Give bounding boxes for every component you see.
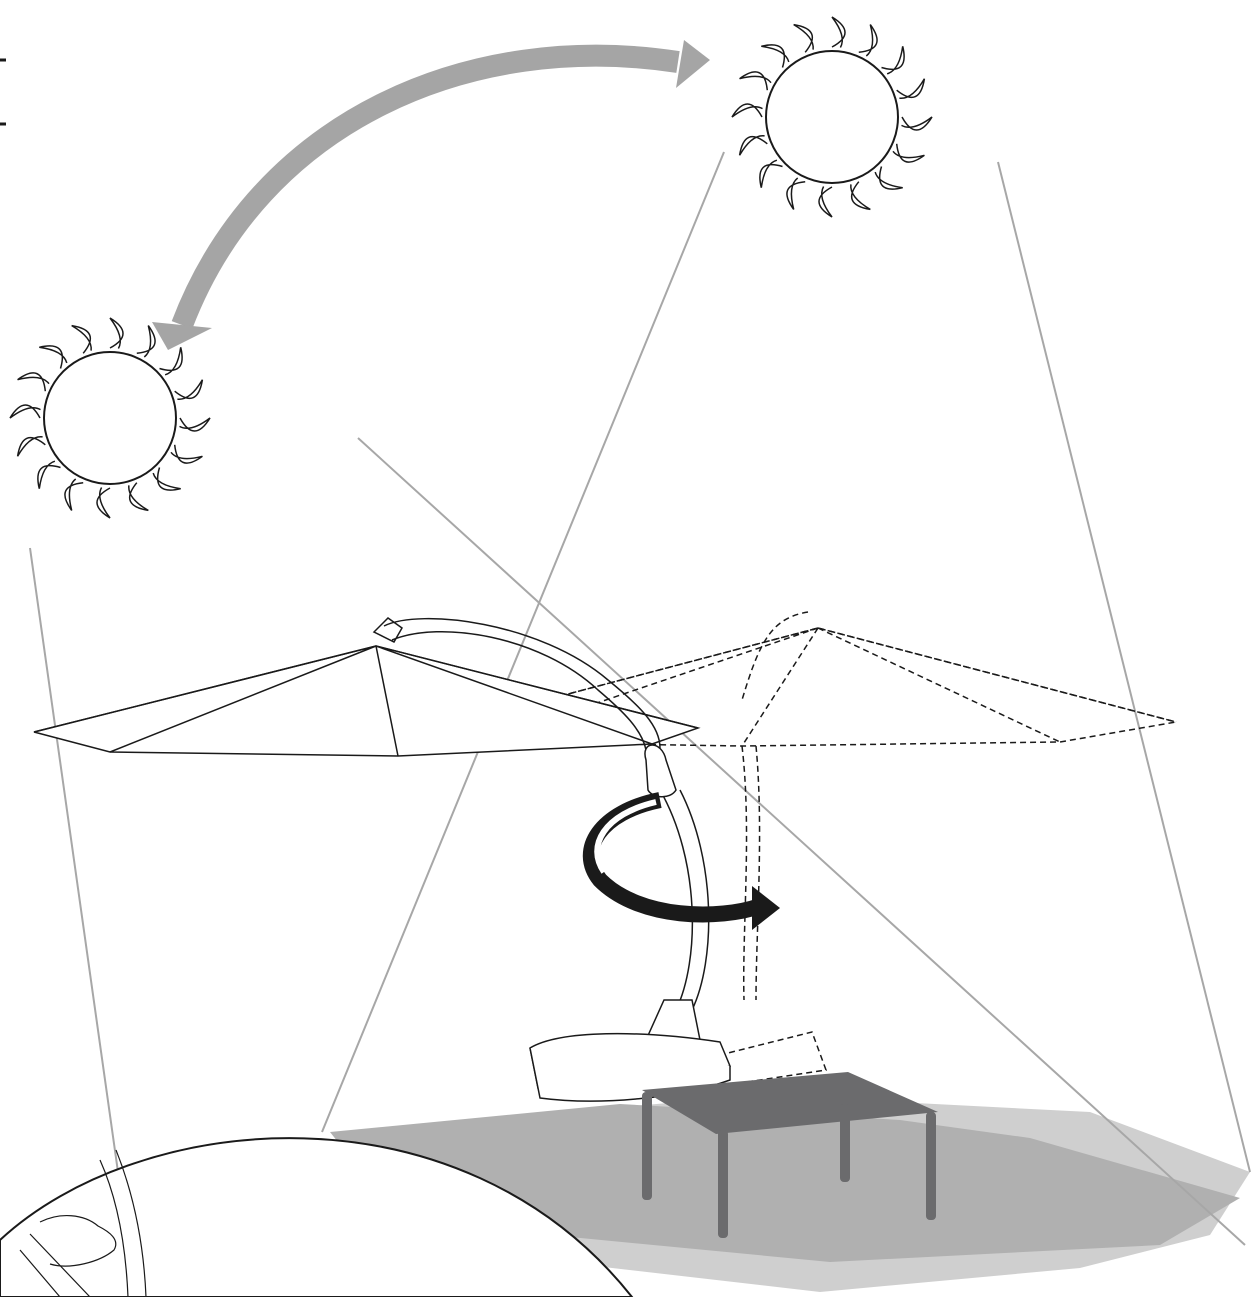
table-top — [642, 1072, 938, 1134]
arc-arrow-head-left — [152, 322, 212, 350]
sun-ray — [896, 78, 926, 99]
arm-outer — [383, 617, 661, 749]
dashed-arm — [741, 611, 809, 701]
pole-front — [659, 789, 694, 1011]
sun-ray — [831, 16, 846, 48]
sun-ray — [881, 46, 905, 75]
sun-ray — [858, 24, 878, 57]
table-leg — [718, 1130, 728, 1238]
sun-ray — [874, 166, 903, 190]
arm-joint — [372, 617, 403, 643]
sun-disc — [765, 50, 899, 184]
sun-ray — [174, 379, 204, 400]
sun-ray — [892, 143, 925, 163]
detail-pole — [99, 1159, 129, 1297]
ray-line — [357, 437, 1246, 1246]
sun-icon — [731, 16, 933, 218]
sun-ray — [152, 467, 181, 491]
sun-ray — [179, 417, 211, 432]
sun-ray — [793, 23, 814, 53]
table-icon — [642, 1072, 938, 1238]
sun-ray — [739, 71, 772, 91]
arc-arrow-body — [171, 44, 680, 329]
sun-ray — [109, 317, 124, 349]
shadow-dark — [330, 1104, 1240, 1262]
pole-handle — [644, 744, 677, 798]
sun-rays — [9, 317, 211, 519]
sun-rays — [731, 16, 933, 218]
sun-ray — [96, 487, 111, 519]
ray-line — [29, 547, 119, 1173]
table-leg — [642, 1092, 652, 1200]
sun-ray — [759, 159, 783, 188]
parasol-rotated-position — [460, 611, 1177, 1087]
sun-ray — [37, 460, 61, 489]
zoom-circle-arc — [0, 1137, 634, 1297]
sun-ray — [39, 345, 68, 369]
sun-ray — [136, 325, 156, 358]
table-leg — [926, 1112, 936, 1220]
canopy-ribs — [33, 645, 699, 757]
detail-pole-edge — [115, 1149, 147, 1297]
sun-ray — [9, 404, 41, 419]
arm-inner — [391, 631, 647, 751]
sun-icon — [9, 317, 211, 519]
curved-arrow-icon — [152, 40, 710, 350]
sun-ray — [786, 177, 806, 210]
detail-hand — [39, 1215, 117, 1267]
sun-ray — [731, 103, 763, 118]
sun-ray — [818, 186, 833, 218]
ray-line — [321, 151, 725, 1133]
sun-ray — [170, 444, 203, 464]
ray-line — [997, 161, 1251, 1173]
sun-ray — [17, 372, 50, 392]
pole-collar — [644, 999, 701, 1041]
sun-ray — [761, 44, 790, 68]
dashed-pole — [741, 745, 748, 1001]
parasol-icon — [33, 617, 732, 1102]
sun-ray — [159, 347, 183, 376]
edge-marks — [0, 58, 6, 126]
dashed-canopy-ribs — [461, 627, 1177, 747]
dashed-base — [699, 1031, 828, 1087]
sun-ray — [738, 135, 768, 156]
sun-ray — [901, 116, 933, 131]
rotation-arrow-inner — [594, 799, 657, 874]
sun-ray — [71, 324, 92, 354]
dashed-pole-inner — [755, 745, 761, 1001]
sun-ray — [16, 436, 46, 457]
table-leg — [840, 1104, 850, 1182]
sun-ray — [850, 181, 871, 211]
arc-arrow-head-right — [676, 40, 710, 88]
canopy-outline — [33, 645, 701, 757]
pole-back — [679, 789, 710, 1011]
sun-disc — [43, 351, 177, 485]
rotation-arrow-head — [752, 886, 780, 930]
sun-ray — [128, 482, 149, 512]
detail-zoom-circle — [0, 1137, 634, 1297]
detail-arm — [19, 1233, 91, 1297]
sun-ray — [64, 478, 84, 511]
hand-icon — [19, 1149, 147, 1297]
rotation-arrow-icon — [582, 792, 780, 930]
sun-ray-lines — [29, 151, 1251, 1246]
